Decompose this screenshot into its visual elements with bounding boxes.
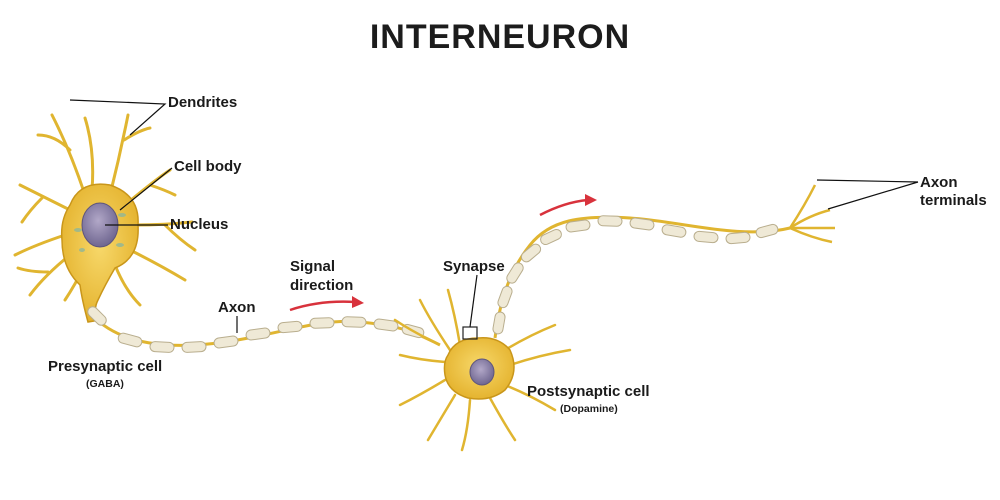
leader-lines (69, 99, 919, 333)
label-postsynaptic-type: (Dopamine) (560, 403, 618, 415)
label-cell-body: Cell body (174, 158, 242, 175)
label-synapse: Synapse (443, 258, 505, 275)
label-presynaptic-cell: Presynaptic cell (48, 358, 163, 375)
label-presynaptic-type: (GABA) (86, 378, 124, 390)
signal-arrow-1 (289, 300, 356, 312)
label-axon: Axon (218, 299, 256, 316)
label-signal-direction-1: Signal (290, 258, 336, 275)
synapse-marker (462, 326, 478, 340)
label-postsynaptic-cell: Postsynaptic cell (527, 383, 650, 400)
presynaptic-axon (87, 306, 441, 353)
diagram-title: INTERNEURON (369, 18, 631, 56)
label-axon-terminals-1: Axon (920, 174, 958, 191)
postsynaptic-axon (492, 184, 835, 339)
label-nucleus: Nucleus (170, 216, 229, 233)
postsynaptic-neuron (393, 288, 572, 452)
presynaptic-cell-body (60, 183, 139, 323)
axon-terminals (788, 184, 835, 244)
signal-arrow-2 (539, 198, 589, 217)
signal-arrows (289, 194, 597, 312)
label-dendrites: Dendrites (168, 94, 238, 111)
label-axon-terminals-2: terminals (920, 192, 987, 209)
presynaptic-neuron (13, 113, 197, 323)
postsynaptic-nucleus (469, 358, 495, 386)
postsynaptic-dendrites (393, 288, 572, 452)
label-signal-direction-2: direction (290, 277, 354, 294)
